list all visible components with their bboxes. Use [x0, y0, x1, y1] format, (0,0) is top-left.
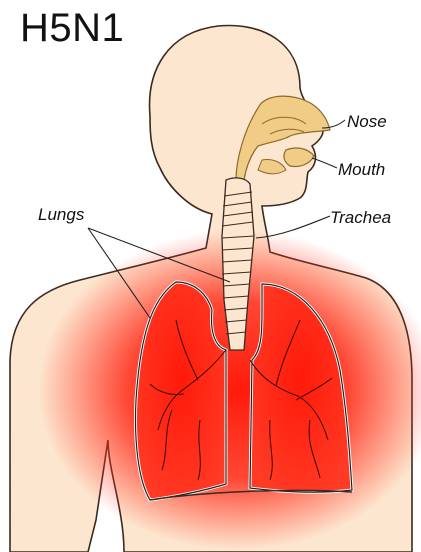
- page-title: H5N1: [20, 6, 124, 51]
- trachea-label: Trachea: [330, 208, 391, 228]
- mouth-label: Mouth: [338, 160, 385, 180]
- nose-label: Nose: [347, 112, 387, 132]
- mouth-leader: [312, 158, 337, 168]
- lungs-label: Lungs: [38, 205, 84, 225]
